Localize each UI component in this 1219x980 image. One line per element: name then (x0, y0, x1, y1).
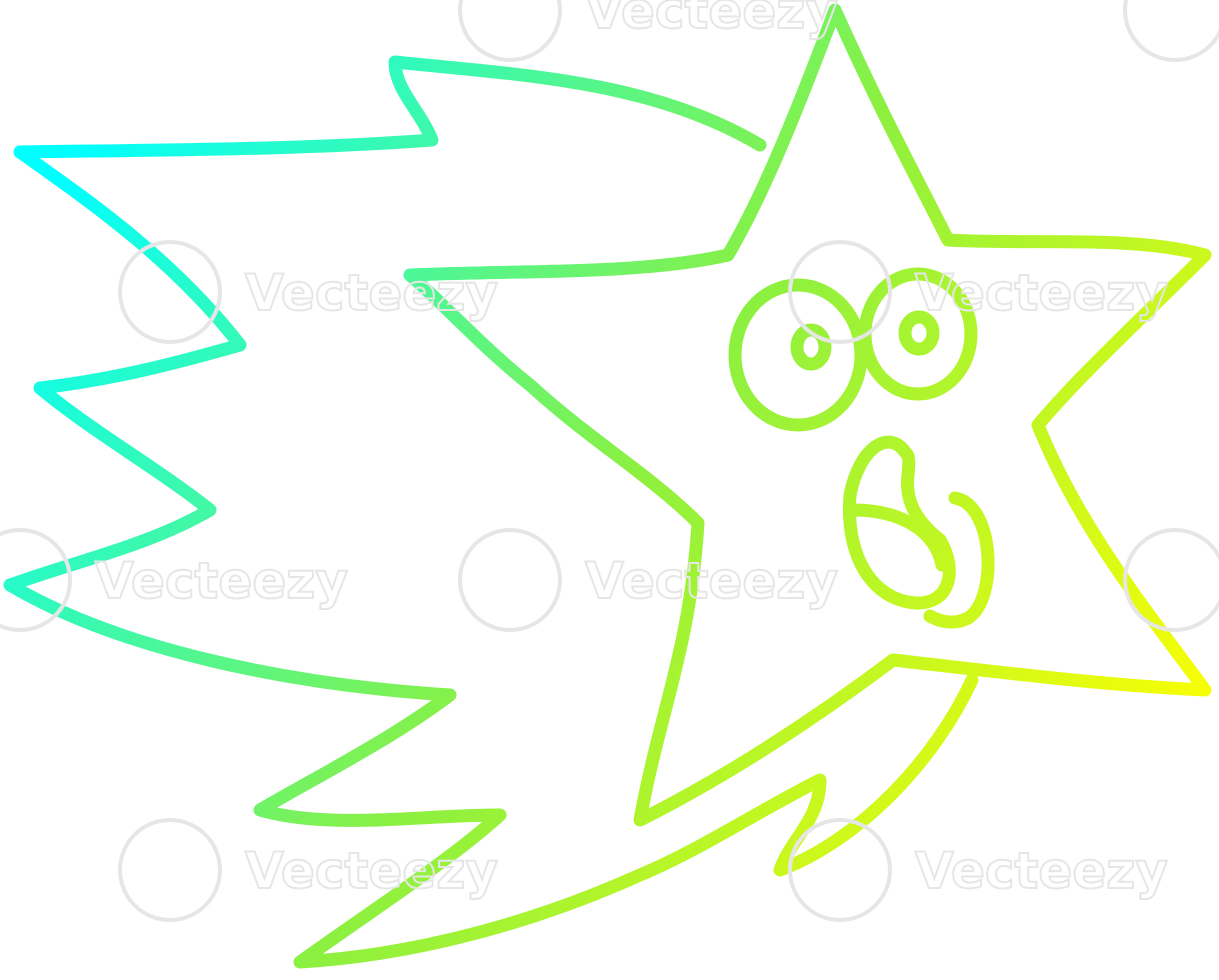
watermark-text: Vecteezy (915, 842, 1168, 900)
watermark-text: Vecteezy (585, 0, 838, 40)
right-pupil (898, 310, 940, 356)
left-eye (728, 278, 868, 432)
left-pupil (790, 323, 832, 371)
watermark-logo-icon (788, 240, 892, 344)
mouth (842, 435, 956, 610)
tongue (846, 503, 949, 572)
watermark-text: Vecteezy (245, 842, 498, 900)
watermark-logo-icon (0, 528, 72, 632)
watermark-text: Vecteezy (915, 264, 1168, 322)
watermark-logo-icon (458, 528, 562, 632)
cheek (923, 491, 995, 629)
watermark-logo-icon (1123, 528, 1219, 632)
star-trail (3, 55, 979, 969)
watermark-logo-icon (118, 240, 222, 344)
watermark-text: Vecteezy (585, 552, 838, 610)
watermark-logo-icon (458, 0, 562, 62)
watermark-text: Vecteezy (95, 552, 348, 610)
star-body (403, 3, 1212, 827)
watermark-logo-icon (118, 818, 222, 922)
watermark-logo-icon (1123, 0, 1219, 62)
watermark-text: Vecteezy (245, 264, 498, 322)
watermark-logo-icon (788, 818, 892, 922)
